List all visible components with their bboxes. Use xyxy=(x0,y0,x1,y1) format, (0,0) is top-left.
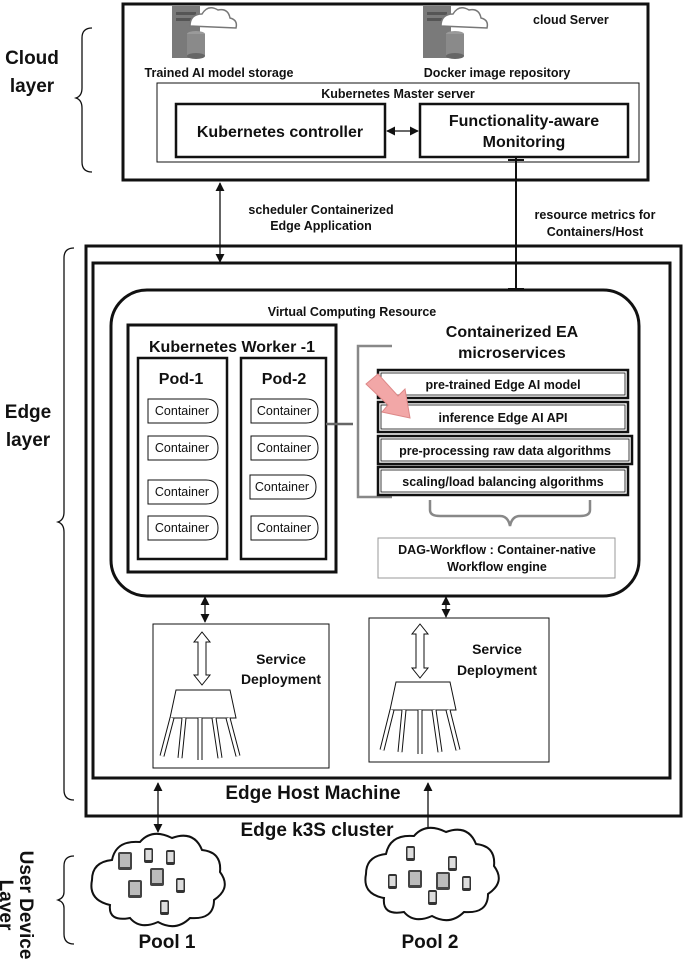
container: Container xyxy=(147,479,219,505)
svg-text:Cloud: Cloud xyxy=(5,48,59,69)
worker-title: Kubernetes Worker -1 xyxy=(149,339,315,356)
svg-text:scaling/load balancing algorit: scaling/load balancing algorithms xyxy=(402,475,603,489)
svg-text:Layer: Layer xyxy=(0,880,16,931)
pod-2-box xyxy=(239,356,328,561)
svg-text:User Device: User Device xyxy=(15,851,36,960)
svg-text:layer: layer xyxy=(6,430,51,451)
svg-text:Container: Container xyxy=(255,480,309,494)
svg-text:Deployment: Deployment xyxy=(241,671,321,687)
edge-cluster-label: Edge k3S cluster xyxy=(240,820,394,841)
cloud-server-title: cloud Server xyxy=(533,13,609,27)
monitoring-label-2: Monitoring xyxy=(483,134,566,151)
container: Container xyxy=(250,398,319,424)
scheduler-label-2: Edge Application xyxy=(270,219,372,233)
pod-1-containers: Container Container Container Container xyxy=(147,398,219,541)
pool-2-label: Pool 2 xyxy=(401,932,458,953)
scheduler-label-1: scheduler Containerized xyxy=(248,203,393,217)
user-layer-brace xyxy=(55,855,75,945)
user-device-layer-label: User Device Layer xyxy=(0,851,36,960)
cloud-layer-brace xyxy=(73,27,93,173)
dag-label-1: DAG-Workflow : Container-native xyxy=(398,543,596,557)
microservices-list: pre-trained Edge AI model inference Edge… xyxy=(376,368,634,497)
edge-layer-brace xyxy=(55,247,75,801)
container: Container xyxy=(250,435,319,461)
pointer-arrow-icon xyxy=(365,373,411,419)
microservice-item: inference Edge AI API xyxy=(376,400,630,434)
microservice-item: scaling/load balancing algorithms xyxy=(376,465,630,497)
master-server-title: Kubernetes Master server xyxy=(321,87,475,101)
svg-text:pre-processing raw data algori: pre-processing raw data algorithms xyxy=(399,444,611,458)
svg-text:Container: Container xyxy=(155,485,209,499)
container: Container xyxy=(249,474,317,500)
svg-text:Service: Service xyxy=(256,651,306,667)
monitoring-label-1: Functionality-aware xyxy=(449,113,599,130)
storage-server-icon xyxy=(172,6,238,59)
svg-text:Container: Container xyxy=(257,521,311,535)
microservices-bracket xyxy=(356,344,392,499)
svg-text:Container: Container xyxy=(257,441,311,455)
monitoring-box xyxy=(418,102,630,159)
pod-1-box xyxy=(136,356,229,561)
virtual-computing-resource-box xyxy=(109,288,641,598)
svg-text:Deployment: Deployment xyxy=(457,662,537,678)
microservices-brace xyxy=(428,500,592,527)
svg-text:Edge: Edge xyxy=(5,402,51,423)
pool-2-cloud xyxy=(364,826,500,922)
svg-text:Container: Container xyxy=(155,404,209,418)
metrics-label-1: resource metrics for xyxy=(535,208,656,222)
edge-layer-label: Edge layer xyxy=(5,402,51,451)
svg-text:Container: Container xyxy=(257,404,311,418)
edge-host-machine-box xyxy=(91,261,672,780)
container: Container xyxy=(250,515,319,541)
docker-server-icon xyxy=(423,6,489,59)
pool-1-label: Pool 1 xyxy=(138,932,195,953)
master-server-box xyxy=(156,82,640,163)
pod-2-label: Pod-2 xyxy=(262,371,307,388)
pod-1-label: Pod-1 xyxy=(159,371,204,388)
dag-label-2: Workflow engine xyxy=(447,560,547,574)
edge-host-machine-label: Edge Host Machine xyxy=(225,783,400,804)
edge-cluster-box xyxy=(84,244,683,818)
container: Container xyxy=(147,398,219,424)
svg-text:inference Edge AI API: inference Edge AI API xyxy=(439,411,568,425)
cloud-layer-label: Cloud layer xyxy=(5,48,59,97)
svg-text:pre-trained Edge AI model: pre-trained Edge AI model xyxy=(425,378,580,392)
dag-workflow-box xyxy=(377,537,616,579)
svg-text:layer: layer xyxy=(10,76,55,97)
service-deployment-2: Service Deployment xyxy=(368,617,550,763)
container: Container xyxy=(147,435,219,461)
kubernetes-worker-box xyxy=(126,323,338,574)
docker-label: Docker image repository xyxy=(424,66,571,80)
service-deployment-1: Service Deployment xyxy=(152,623,330,769)
pod-2-containers: Container Container Container Container xyxy=(249,398,319,541)
ea-title-2: microservices xyxy=(458,345,566,362)
metrics-label-2: Containers/Host xyxy=(547,225,644,239)
microservice-item: pre-processing raw data algorithms xyxy=(376,434,634,466)
svg-text:Container: Container xyxy=(155,521,209,535)
ea-title-1: Containerized EA xyxy=(446,324,579,341)
microservice-item: pre-trained Edge AI model xyxy=(376,368,630,400)
container: Container xyxy=(147,515,219,541)
kubernetes-controller-box xyxy=(174,102,387,159)
svg-text:Service: Service xyxy=(472,641,522,657)
pool-1-cloud xyxy=(90,832,226,928)
kubernetes-controller-label: Kubernetes controller xyxy=(197,124,363,141)
vcr-title: Virtual Computing Resource xyxy=(268,305,437,319)
svg-text:Container: Container xyxy=(155,441,209,455)
storage-label: Trained AI model storage xyxy=(145,66,294,80)
cloud-server-box xyxy=(121,2,650,182)
